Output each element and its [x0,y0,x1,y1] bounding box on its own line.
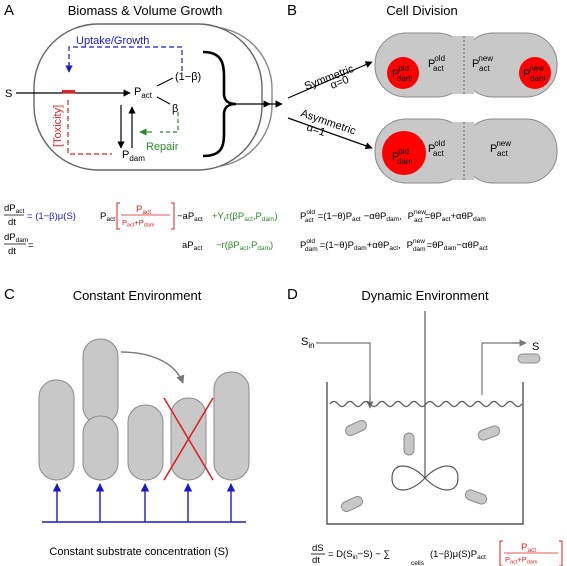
eq-frac-den: Pact+Pdam [122,218,155,229]
liquid-surface [329,400,523,408]
eq-bracket-left [116,202,120,230]
floating-cell-1 [345,419,367,437]
beta-label: β [172,103,178,115]
uptake-loop [68,46,183,72]
panel-b-title: Cell Division [386,3,458,18]
alpha1-label: α=1 [305,121,327,139]
one-minus-beta-label: (1−β) [175,71,201,83]
cell-1 [38,379,75,481]
cell-2 [82,415,119,481]
panel-d-letter: D [287,286,298,303]
eq-minus-ap: −aPact [177,211,203,223]
s-out-label: S [532,341,539,353]
damage-blob-old-sym [387,57,419,89]
new-cell-asym [461,118,558,184]
damage-blob-new-sym [519,57,551,89]
panel-c-caption: Constant substrate concentration (S) [49,546,228,558]
eq-growth-term: = (1−β)μ(S) [27,211,76,222]
panel-c-letter: C [4,286,15,303]
branch-line-2 [156,96,171,105]
eq-d-frac-num: Pact [521,542,536,554]
panel-d: D Dynamic Environment Sin S dS dt = D(Si… [287,286,563,566]
equations-a: dPact dt = (1−β)μ(S) Pact Pact Pact+Pdam… [4,202,278,257]
floating-cell-5 [464,489,488,505]
eq-cells-label: cells [411,560,425,566]
panel-b-letter: B [287,2,297,19]
migration-arrow [120,351,185,384]
toxicity-loop [67,100,112,155]
panel-a-letter: A [4,2,14,19]
panel-a-title: Biomass & Volume Growth [68,3,223,18]
panel-d-title: Dynamic Environment [361,288,489,303]
floating-cell-3 [477,425,501,441]
cell-top [82,338,119,425]
cell-outline-front [33,23,263,171]
s-in-label: Sin [301,336,315,350]
cell-junction-asym [452,122,474,180]
eq-d-body: = D(Sin−S) − ∑ [328,549,390,561]
asymmetric-arrow [287,117,373,150]
eq-pact-1: Pact [100,211,115,223]
floating-cell-4 [341,495,363,513]
stirrer-blade [391,465,459,491]
panel-a: A Biomass & Volume Growth S Pact Pdam (1… [4,2,283,171]
eq-frac-num: Pact [136,204,151,216]
cell-junction-sym [452,36,474,94]
panel-b: B Cell Division Symmetric α=0 Asymmetric… [287,2,558,184]
floating-cell-2 [403,432,415,456]
cross-line-2 [163,397,214,481]
eq-dt-1: dt [8,217,16,228]
substrate-s-label: S [5,88,12,100]
eq-yield-term: +Yrr(βPact,Pdam) [212,211,278,223]
panel-c: C Constant Environment Constant substrat… [4,286,250,558]
repair-loop [160,112,179,133]
eq-ds: dS [312,543,324,554]
washed-out-cell [517,353,541,364]
eq-d-bracket-left [499,540,503,566]
eq-dpact-num: dPact [4,203,24,215]
cell-5 [213,371,250,481]
eq-dt-d: dt [312,555,320,566]
cell-3 [127,404,164,481]
eq-ap-2: aPact [182,240,202,252]
inflow-pipe [316,342,371,406]
repair-label: Repair [146,141,179,153]
toxicity-inhibitor-bar [62,90,75,94]
eq-equals-2: = [28,240,34,251]
eq-d-frac-den: Pact+Pdam [505,555,538,566]
panel-c-title: Constant Environment [73,288,202,303]
symmetric-arrow [287,61,373,99]
eq-dpdam-num: dPdam [4,232,28,244]
eq-repair-2: −r(βPact,Pdam) [216,240,273,252]
branch-line-1 [156,77,174,87]
uptake-label: Uptake/Growth [76,35,149,47]
symmetric-label: Symmetric [303,63,356,93]
eq-dt-2: dt [8,246,16,257]
eq-d-growth: (1−β)μ(S)Pact [430,549,486,561]
eq-bracket-right [171,202,175,230]
toxicity-label: [Toxicity] [52,105,64,147]
eq-d-bracket-right [559,540,563,566]
pact-node: Pact [134,86,153,100]
damage-blob-old-asym [382,131,426,175]
vessel [326,382,524,525]
pdam-node: Pdam [122,149,145,163]
outflow-pipe [481,342,522,395]
